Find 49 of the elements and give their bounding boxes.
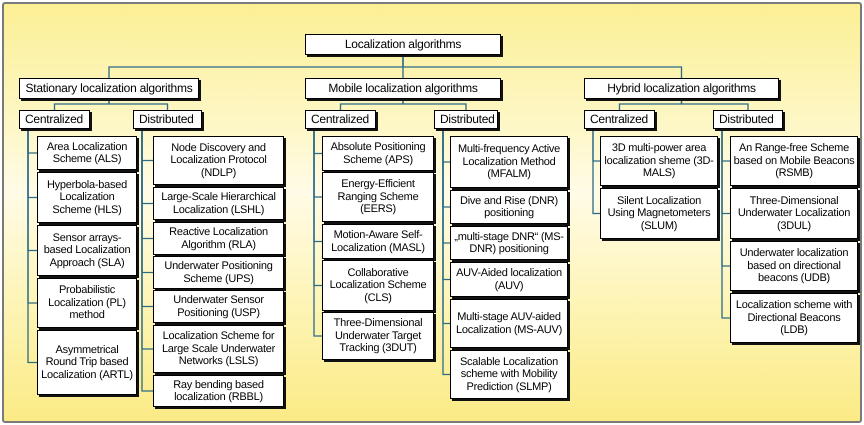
algorithm-box: Dive and Rise (DNR) positioning	[450, 190, 568, 224]
tree-connector	[141, 129, 153, 392]
tree-connector	[27, 129, 37, 364]
category-box: Mobile localization algorithms	[305, 78, 501, 99]
algorithm-box: Multi-frequency Active Localization Method (MFALM)	[450, 136, 568, 188]
algorithm-box: Multi-stage AUV-aided Localization (MS-AUV)	[450, 299, 568, 348]
algorithm-box: Motion-Aware Self-Localization (MASL)	[322, 224, 434, 259]
algorithm-box: Sensor arrays-based Localization Approach (SLA)	[37, 225, 137, 276]
algorithm-box: Collaborative Localization Scheme (CLS)	[322, 260, 434, 311]
tree-connector	[108, 99, 168, 110]
algorithm-box: Scalable Localization scheme with Mobility Prediction (SLMP)	[450, 350, 568, 399]
category-box: Distributed	[434, 110, 498, 129]
category-box: Hybrid localization algorithms	[584, 78, 779, 99]
category-box: Distributed	[133, 110, 202, 129]
tree-connector	[680, 99, 749, 110]
tree-connector	[313, 129, 322, 337]
algorithm-box: Probabilistic Localization (PL) method	[37, 278, 137, 328]
category-box: Localization algorithms	[305, 34, 501, 55]
algorithm-box: Absolute Positioning Scheme (APS)	[322, 136, 434, 171]
tree-connector	[721, 129, 730, 319]
algorithm-box: „multi-stage DNR“ (MS-DNR) positioning	[450, 226, 568, 260]
algorithm-box: Silent Localization Using Magnetometers (SLUM)	[600, 188, 718, 239]
algorithm-box: An Range-free Scheme based on Mobile Beacons (RSMB)	[730, 136, 858, 186]
algorithm-box: Localization scheme with Directional Beacons (LDB)	[730, 293, 858, 343]
algorithm-box: 3D multi-power area localization sheme (3D-MALS)	[600, 136, 718, 186]
algorithm-box: Energy-Efficient Ranging Scheme (EERS)	[322, 172, 434, 222]
category-box: Stationary localization algorithms	[19, 78, 199, 99]
algorithm-box: Asymmetrical Round Trip based Localization (ARTL)	[37, 330, 137, 395]
algorithm-box: Three-Dimensional Underwater Localization (3DUL)	[730, 188, 858, 239]
tree-connector	[402, 99, 467, 110]
algorithm-box: Three-Dimensional Underwater Target Tracking (3DUT)	[322, 312, 434, 360]
algorithm-box: Node Discovery and Localization Protocol (NDLP)	[153, 136, 284, 185]
algorithm-box: Reactive Localization Algorithm (RLA)	[153, 222, 284, 255]
algorithm-box: Hyperbola-based Localization Scheme (HLS)	[37, 172, 137, 223]
category-box: Centralized	[19, 110, 90, 129]
tree-connector	[442, 129, 450, 376]
algorithm-box: AUV-Aided localization (AUV)	[450, 262, 568, 297]
tree-connector	[402, 55, 682, 78]
category-box: Centralized	[305, 110, 376, 129]
algorithm-box: Underwater Positioning Scheme (UPS)	[153, 256, 284, 289]
algorithm-box: Large-Scale Hierarchical Localization (LSHL)	[153, 187, 284, 220]
algorithm-box: Ray bending based localization (RBBL)	[153, 375, 284, 407]
category-box: Distributed	[713, 110, 783, 129]
algorithm-box: Localization Scheme for Large Scale Underwater Networks (LSLS)	[153, 325, 284, 373]
algorithm-box: Area Localization Scheme (ALS)	[37, 136, 137, 170]
algorithm-box: Underwater Sensor Positioning (USP)	[153, 290, 284, 323]
tree-connector	[592, 129, 600, 214]
algorithm-box: Underwater localization based on directional beacons (UDB)	[730, 241, 858, 291]
category-box: Centralized	[584, 110, 655, 129]
